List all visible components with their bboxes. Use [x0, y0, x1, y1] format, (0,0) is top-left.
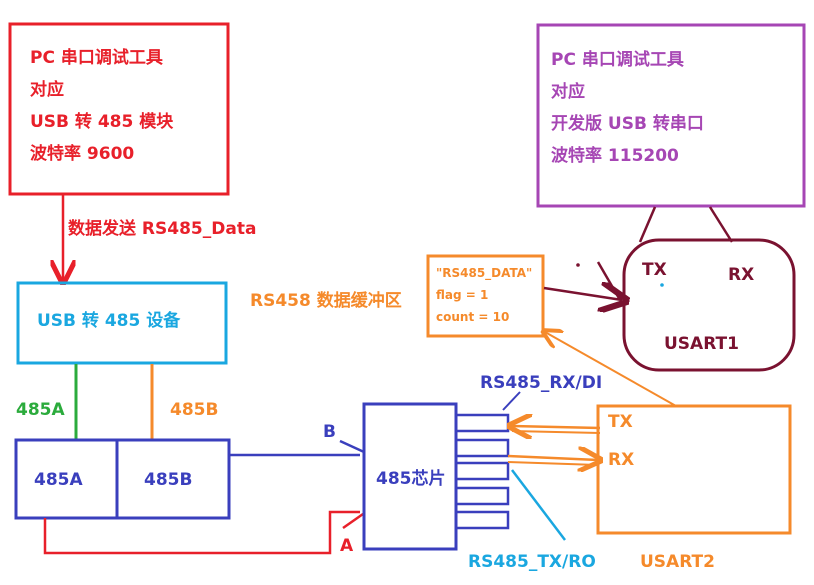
- pc-usb-line-4: 波特率 115200: [551, 146, 679, 166]
- pc-485-tool-text: PC 串口调试工具 对应 USB 转 485 模块 波特率 9600: [30, 42, 173, 170]
- pc-485-tool-box: [8, 22, 230, 196]
- usart2-tx-wire-2: [511, 430, 601, 434]
- usart1-name: USART1: [664, 334, 739, 354]
- terminal-485b-label: 485B: [144, 470, 193, 490]
- buffer-contents: "RS485_DATA" flag = 1 count = 10: [436, 262, 532, 328]
- arrow-b: [339, 439, 365, 454]
- terminal-485a-label: 485A: [34, 470, 83, 490]
- pc-usb-tool-text: PC 串口调试工具 对应 开发版 USB 转串口 波特率 115200: [551, 44, 704, 172]
- label-485b-wire: 485B: [170, 400, 219, 420]
- chip-pin-4: [454, 486, 510, 506]
- usb485-device-label: USB 转 485 设备: [37, 311, 181, 331]
- chip-pin-5: [454, 510, 510, 530]
- pc-485-line-3: USB 转 485 模块: [30, 112, 174, 132]
- stray-dot: [576, 263, 580, 267]
- pin-b-label: B: [323, 422, 336, 442]
- pc-485-line-4: 波特率 9600: [30, 144, 135, 164]
- rs485-tx-ro-label: RS485_TX/RO: [468, 552, 596, 572]
- tx-ro-pointer: [511, 469, 566, 541]
- chip-pin-3: [454, 461, 510, 481]
- chip-pin-2: [454, 438, 510, 458]
- buffer-line-2: flag = 1: [436, 288, 489, 302]
- buffer-line-3: count = 10: [436, 310, 510, 324]
- usart2-rx-wire: [507, 456, 598, 460]
- chip-pin-1: [454, 413, 510, 433]
- usart1-rx-label: RX: [728, 265, 755, 285]
- chip-485-label: 485芯片: [376, 469, 446, 489]
- pc-usb-line-1: PC 串口调试工具: [551, 50, 684, 70]
- label-485a-wire: 485A: [16, 400, 65, 420]
- usb485-device-box: [16, 281, 228, 365]
- usart2-to-buffer: [545, 332, 677, 407]
- usart1-rx-wire: [708, 206, 734, 243]
- buffer-title: RS458 数据缓冲区: [250, 291, 402, 311]
- usart1-pointer: [596, 261, 622, 301]
- usart2-rx-label: RX: [608, 450, 635, 470]
- usart2-tx-wire: [512, 426, 601, 428]
- usart1-tx-wire: [638, 206, 657, 243]
- usart1-tx-label: TX: [642, 260, 667, 280]
- pc-usb-tool-box: [536, 23, 806, 208]
- rx-di-pointer: [502, 391, 521, 411]
- send-data-label: 数据发送 RS485_Data: [68, 219, 257, 239]
- buffer-line-1: "RS485_DATA": [436, 266, 533, 280]
- tx-dot: [660, 283, 664, 287]
- usart2-name: USART2: [640, 552, 715, 572]
- pc-usb-line-2: 对应: [551, 82, 585, 102]
- pin-a-label: A: [340, 536, 354, 556]
- pc-485-line-1: PC 串口调试工具: [30, 48, 163, 68]
- usart2-tx-label: TX: [608, 412, 633, 432]
- terminal-block: [14, 438, 231, 520]
- wire-a: [43, 510, 360, 555]
- pc-485-line-2: 对应: [30, 80, 64, 100]
- rs485-rx-di-label: RS485_RX/DI: [480, 373, 603, 393]
- buffer-to-usart1: [543, 288, 622, 300]
- buffer-box: [426, 254, 545, 338]
- pc-usb-line-3: 开发版 USB 转串口: [551, 114, 704, 134]
- usart2-rx-wire-2: [507, 461, 599, 466]
- arrow-a: [342, 512, 364, 530]
